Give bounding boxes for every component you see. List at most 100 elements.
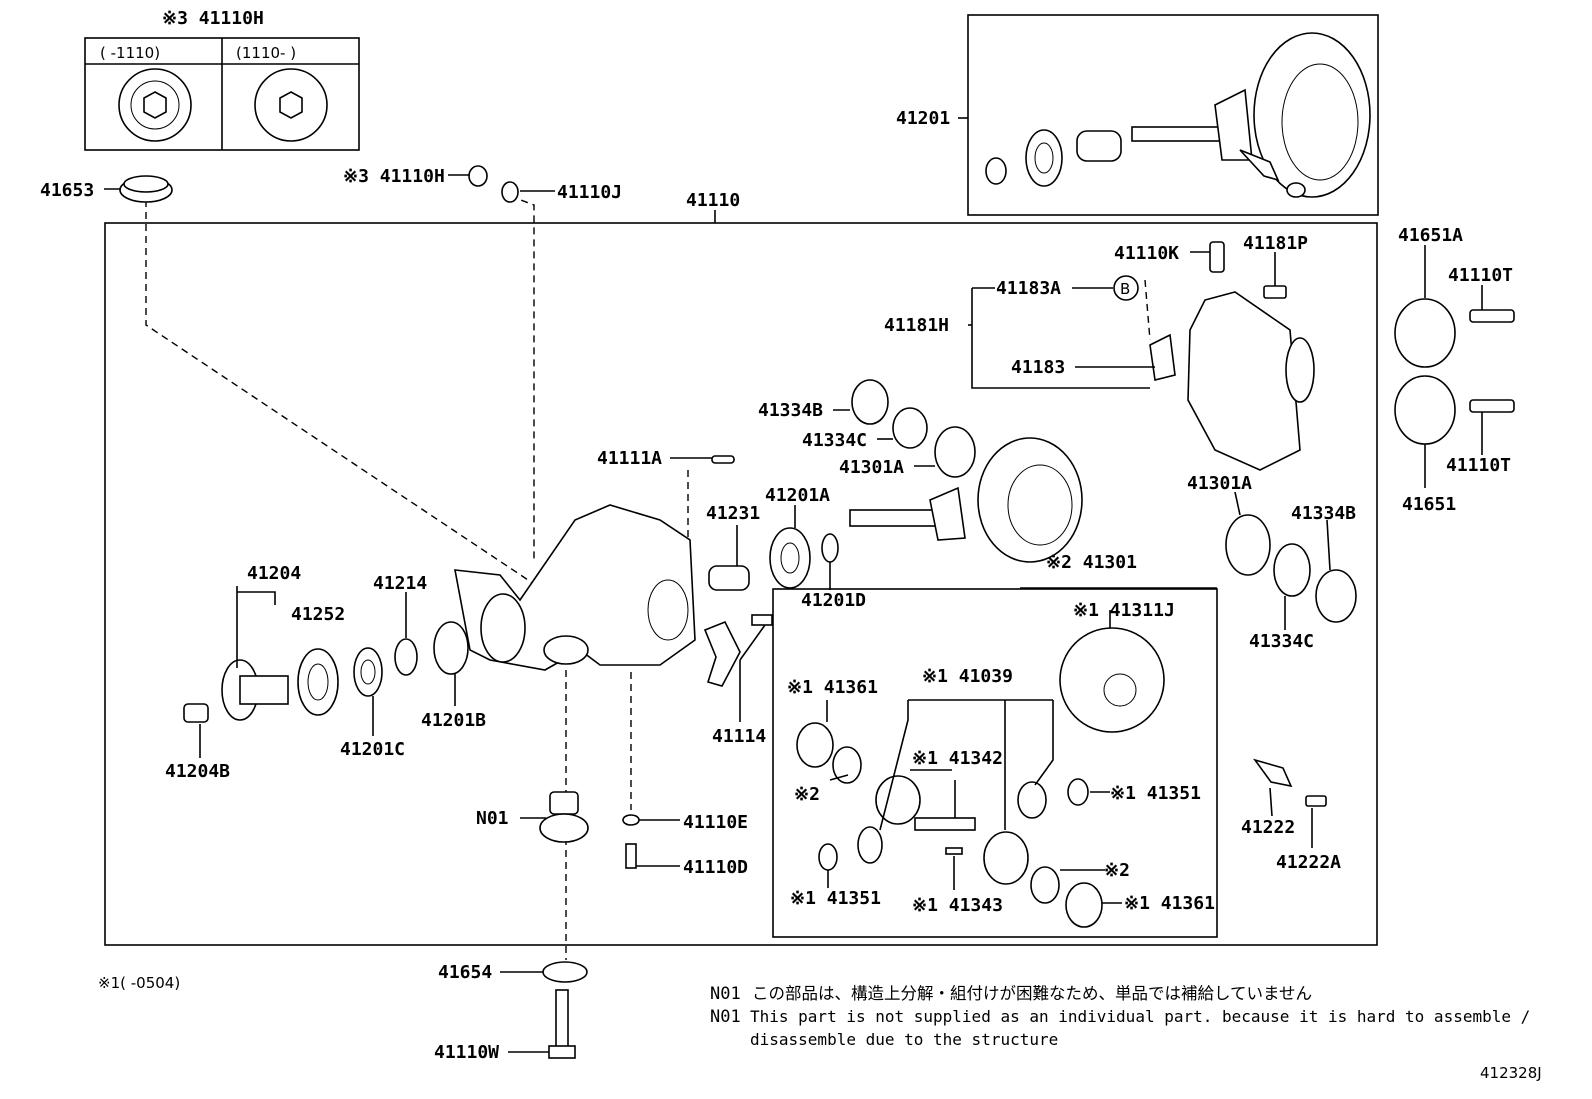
- bearing-cup-41334b-icon: [851, 379, 889, 425]
- pinion-shaft-icon: [849, 486, 966, 541]
- shim-41334c-icon: [892, 407, 928, 449]
- label-41201: 41201: [896, 108, 950, 129]
- bearing-41301a-right-icon: [1225, 514, 1271, 576]
- washer-41201d-icon: [821, 533, 839, 563]
- label-41334b-a: 41334B: [758, 400, 823, 421]
- drain-plug-icon: [254, 68, 328, 142]
- pinion-shaft-41342-icon: [914, 817, 976, 831]
- label-41204b: 41204B: [165, 761, 230, 782]
- stopper-41654-icon: [542, 961, 588, 983]
- inset-title: ※3 41110H: [162, 8, 264, 29]
- label-n01: N01: [476, 808, 509, 829]
- breather-41110k-icon: [1209, 241, 1225, 273]
- label-41110e: 41110E: [683, 812, 748, 833]
- ring-gear-41301a-icon: [977, 437, 1083, 563]
- label-41110: 41110: [686, 190, 740, 211]
- drive-pinion-icon: [1131, 88, 1253, 161]
- label-41651: 41651: [1402, 494, 1456, 515]
- sensor-bracket-icon: [1239, 149, 1306, 198]
- label-41201a: 41201A: [765, 485, 830, 506]
- label-41183: 41183: [1011, 357, 1065, 378]
- ring-gear-icon: [1253, 32, 1371, 198]
- part-labels: 41653 ※3 41110H 41110J 41110 41201 41651…: [40, 108, 1513, 1063]
- spacer-icon: [1076, 130, 1122, 162]
- label-41201c: 41201C: [340, 739, 405, 760]
- bearing-41201b-icon: [433, 621, 469, 675]
- bolt-41181p-icon: [1263, 285, 1287, 299]
- label-41181p: 41181P: [1243, 233, 1308, 254]
- label-41301: ※2 41301: [1046, 552, 1137, 573]
- differential-case-icon: [1059, 627, 1165, 733]
- label-41110t-a: 41110T: [1448, 265, 1513, 286]
- thrust-washer-right-icon: [1067, 778, 1089, 806]
- vent-cap-41653-icon: [119, 175, 173, 203]
- label-41110h: ※3 41110H: [343, 166, 445, 187]
- main-frame: [104, 210, 1378, 946]
- label-41111a: 41111A: [597, 448, 662, 469]
- label-41110k: 41110K: [1114, 243, 1179, 264]
- label-41214: 41214: [373, 573, 427, 594]
- washer-41214-icon: [394, 638, 418, 676]
- note-1-jp: この部品は、構造上分解・組付けが困難なため、単品では補給していません: [752, 984, 1312, 1003]
- shim-41334c-right-icon: [1273, 543, 1311, 597]
- pinion-nut-icon: [985, 157, 1007, 185]
- bearing-41201c-icon: [353, 647, 383, 697]
- label-41361-a: ※1 41361: [787, 677, 878, 698]
- label-41301a-a: 41301A: [839, 457, 904, 478]
- cover-41181h-icon: [1187, 291, 1315, 471]
- label-41334b-b: 41334B: [1291, 503, 1356, 524]
- label-41110d: 41110D: [683, 857, 748, 878]
- label-41342: ※1 41342: [912, 748, 1003, 769]
- nut-41204b-icon: [183, 703, 209, 723]
- companion-flange-icon: [221, 659, 289, 721]
- inset-41110h: ※3 41110H ( -1110) (1110- ): [84, 8, 360, 151]
- note-2-code: N01: [710, 1007, 741, 1027]
- label-41204: 41204: [247, 563, 301, 584]
- label-41361-b: ※1 41361: [1124, 893, 1215, 914]
- circle-b-marker: [1113, 275, 1139, 301]
- pin-41111a-icon: [711, 455, 735, 464]
- sensor-41222-icon: [1252, 758, 1293, 788]
- mount-41651-icon: [1394, 375, 1456, 445]
- drain-plug-with-seal-icon: [118, 68, 192, 142]
- label-41110j: 41110J: [557, 182, 622, 203]
- cup-41334b-right-icon: [1315, 569, 1357, 623]
- label-41334c-a: 41334C: [802, 430, 867, 451]
- bolt-41110d-icon: [625, 843, 637, 869]
- label-41311j: ※1 41311J: [1073, 600, 1175, 621]
- pinion-gear-left-icon: [857, 826, 883, 864]
- pinion-gear-right-icon: [1017, 781, 1047, 819]
- label-41110w: 41110W: [434, 1042, 499, 1063]
- bolt-41222a-icon: [1305, 795, 1327, 807]
- label-41301a-b: 41301A: [1187, 473, 1252, 494]
- filler-plug-icon: [468, 165, 488, 187]
- bolt-41110t-a-icon: [1469, 309, 1515, 323]
- label-41183a: 41183A: [996, 278, 1061, 299]
- label-41343: ※1 41343: [912, 895, 1003, 916]
- label-41114: 41114: [712, 726, 766, 747]
- label-41039: ※1 41039: [922, 666, 1013, 687]
- pin-41343-icon: [945, 847, 963, 855]
- side-washer-right-icon: [1030, 866, 1103, 928]
- spacer-41231-icon: [708, 565, 750, 591]
- label-41351-b: ※1 41351: [790, 888, 881, 909]
- side-washer-left-icon: [796, 722, 862, 784]
- label-41222: 41222: [1241, 817, 1295, 838]
- label-41181h: 41181H: [884, 315, 949, 336]
- washer-41110e-icon: [622, 814, 640, 826]
- thrust-washer-left-icon: [818, 843, 838, 871]
- label-mark2-a: ※2: [794, 784, 820, 805]
- side-gear-left-icon: [875, 775, 921, 825]
- leader-lines: [104, 174, 1483, 1053]
- label-mark2-b: ※2: [1104, 860, 1130, 881]
- label-41651a: 41651A: [1398, 225, 1463, 246]
- label-41231: 41231: [706, 503, 760, 524]
- bearing-cap-41114-icon: [703, 614, 773, 687]
- label-41252: 41252: [291, 604, 345, 625]
- label-41654: 41654: [438, 962, 492, 983]
- label-41653: 41653: [40, 180, 94, 201]
- inset-col-right: (1110- ): [236, 44, 296, 62]
- pinion-bearing-icon: [1025, 129, 1063, 187]
- footnote-1: ※1( -0504): [98, 974, 180, 992]
